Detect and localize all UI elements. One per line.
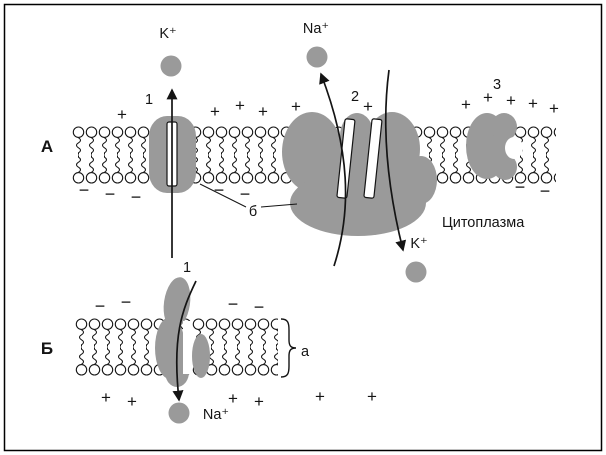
- na-ion-circle-b: [168, 402, 190, 424]
- plus-sign: +: [367, 387, 377, 406]
- pump-pore-left: [336, 118, 356, 199]
- label-3: 3: [493, 77, 501, 93]
- plus-sign: +: [315, 387, 325, 406]
- plus-sign: +: [461, 95, 471, 114]
- pointer-line-to-protein-1: [199, 183, 247, 208]
- plus-sign: +: [291, 97, 301, 116]
- minus-sign: −: [95, 296, 106, 316]
- plus-sign: +: [506, 91, 516, 110]
- minus-sign: −: [121, 292, 132, 312]
- minus-signs-a: − − − − − − −: [79, 177, 551, 207]
- plus-sign: +: [363, 97, 373, 116]
- label-b-small: б: [249, 204, 257, 220]
- plus-sign: +: [101, 388, 111, 407]
- plus-sign: +: [228, 389, 238, 408]
- na-ion-label-b: Na⁺: [203, 407, 229, 423]
- na-pump-out-arrow: [319, 72, 347, 267]
- plus-sign: +: [254, 392, 264, 411]
- plus-signs-b: + + + + + +: [101, 387, 377, 411]
- membrane-brace: [280, 318, 297, 378]
- label-1-b: 1: [183, 260, 191, 276]
- section-a-label: А: [41, 137, 53, 156]
- minus-sign: −: [254, 297, 265, 317]
- plus-sign: +: [127, 392, 137, 411]
- plus-sign: +: [210, 102, 220, 121]
- sodium-potassium-pump: [282, 112, 437, 236]
- plus-sign: +: [483, 88, 493, 107]
- na-ion-circle-top: [306, 46, 328, 68]
- pointer-line-to-pump: [260, 203, 298, 208]
- minus-sign: −: [214, 180, 225, 200]
- cytoplasm-label: Цитоплазма: [442, 215, 525, 231]
- k-ion-label-cytoplasm: K⁺: [410, 236, 427, 252]
- ions: [160, 46, 427, 424]
- section-b-label: Б: [41, 339, 53, 358]
- label-2: 2: [351, 89, 359, 105]
- plus-sign: +: [258, 102, 268, 121]
- k-ion-label-top: K⁺: [159, 26, 176, 42]
- minus-sign: −: [540, 181, 551, 201]
- k-ion-circle-top: [160, 55, 182, 77]
- plus-sign: +: [117, 105, 127, 124]
- k-pump-in-arrow: [384, 69, 407, 252]
- plus-sign: +: [528, 94, 538, 113]
- label-1-a: 1: [145, 92, 153, 108]
- receptor-binding-notch: [505, 137, 523, 159]
- minus-sign: −: [105, 184, 116, 204]
- minus-signs-b: − − − −: [95, 292, 265, 317]
- label-a-small: а: [301, 344, 310, 360]
- plus-signs-a: + + + + + + + + + + +: [117, 88, 559, 124]
- image-border: [3, 3, 603, 452]
- minus-sign: −: [228, 294, 239, 314]
- k-ion-circle-cytoplasm: [405, 261, 427, 283]
- plus-sign: +: [235, 96, 245, 115]
- pump-pore-right: [363, 118, 383, 199]
- na-influx-arrow-b: [172, 280, 197, 402]
- membrane-proteins: [149, 112, 517, 387]
- na-ion-label-top: Na⁺: [303, 21, 329, 37]
- receptor-protein-3: [466, 113, 517, 180]
- plus-sign: +: [549, 99, 559, 118]
- minus-sign: −: [240, 184, 251, 204]
- minus-sign: −: [515, 177, 526, 197]
- channel-gap-b: [183, 321, 192, 374]
- minus-sign: −: [131, 187, 142, 207]
- minus-sign: −: [79, 180, 90, 200]
